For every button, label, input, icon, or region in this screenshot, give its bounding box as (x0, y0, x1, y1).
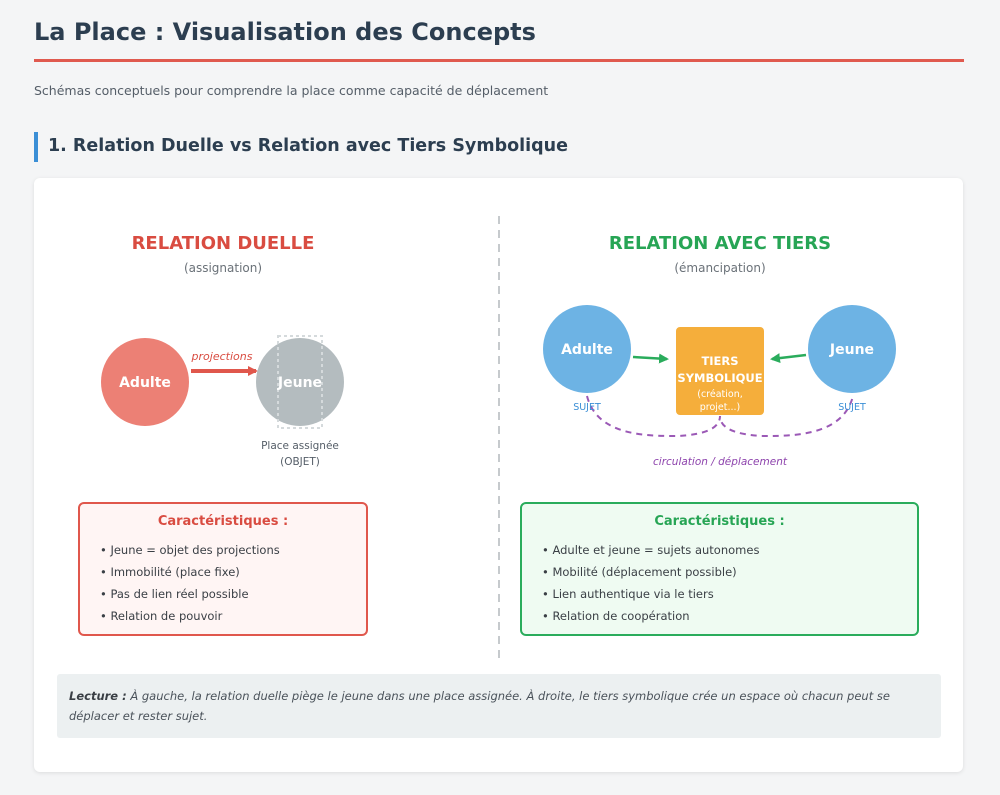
title-underline (34, 59, 964, 62)
left-adult-node (101, 338, 189, 426)
left-heading: RELATION DUELLE (132, 233, 315, 254)
subject-label-right: SUJET (838, 402, 866, 413)
tiers-label-1: TIERS (701, 354, 738, 368)
list-item: Immobilité (place fixe) (100, 561, 346, 583)
right-characteristics-box: Caractéristiques : Adulte et jeune = suj… (520, 502, 919, 636)
assigned-place-label: Place assignée (261, 440, 339, 452)
left-characteristics-box: Caractéristiques : Jeune = objet des pro… (78, 502, 368, 636)
adult-to-tiers-arrow (632, 353, 669, 364)
list-item: Relation de coopération (542, 605, 897, 627)
right-heading: RELATION AVEC TIERS (609, 233, 831, 254)
projections-label: projections (191, 350, 253, 363)
list-item: Jeune = objet des projections (100, 539, 346, 561)
tiers-label-3: (création, (697, 389, 743, 400)
left-box-title: Caractéristiques : (157, 514, 289, 529)
list-item: Lien authentique via le tiers (542, 583, 897, 605)
subject-label-left: SUJET (573, 402, 601, 413)
page-subtitle: Schémas conceptuels pour comprendre la p… (34, 83, 549, 98)
diagram-canvas: RELATION DUELLE (assignation) Adulte pro… (101, 216, 896, 660)
page-title: La Place : Visualisation des Concepts (34, 18, 536, 46)
right-young-label: Jeune (829, 342, 874, 358)
reading-text: À gauche, la relation duelle piège le je… (69, 689, 890, 723)
right-adult-node (543, 305, 631, 393)
list-item: Adulte et jeune = sujets autonomes (542, 539, 897, 561)
right-box-title: Caractéristiques : (654, 514, 785, 529)
tiers-box (676, 327, 764, 415)
left-adult-label: Adulte (119, 375, 171, 391)
left-subheading: (assignation) (184, 261, 262, 275)
list-item: Pas de lien réel possible (100, 583, 346, 605)
right-young-node (808, 305, 896, 393)
left-young-label: Jeune (277, 375, 322, 391)
list-item: Relation de pouvoir (100, 605, 346, 627)
reading-label: Lecture : (69, 689, 127, 703)
assigned-place-frame (277, 335, 323, 429)
right-characteristics-list: Adulte et jeune = sujets autonomes Mobil… (542, 539, 897, 627)
tiers-label-2: SYMBOLIQUE (677, 371, 762, 385)
tiers-label-4: projet...) (700, 402, 741, 413)
section-title: 1. Relation Duelle vs Relation avec Tier… (48, 136, 568, 156)
left-characteristics-list: Jeune = objet des projections Immobilité… (100, 539, 346, 627)
circulation-label: circulation / déplacement (653, 456, 788, 468)
young-to-tiers-arrow (770, 353, 807, 364)
list-item: Mobilité (déplacement possible) (542, 561, 897, 583)
diagram-card: RELATION DUELLE (assignation) Adulte pro… (34, 178, 963, 772)
assigned-object-label: (OBJET) (280, 456, 320, 468)
right-adult-label: Adulte (561, 342, 613, 358)
section-accent-bar (34, 132, 38, 162)
right-subheading: (émancipation) (674, 261, 765, 275)
reading-note: Lecture : À gauche, la relation duelle p… (57, 674, 941, 738)
circulation-path (586, 395, 854, 438)
